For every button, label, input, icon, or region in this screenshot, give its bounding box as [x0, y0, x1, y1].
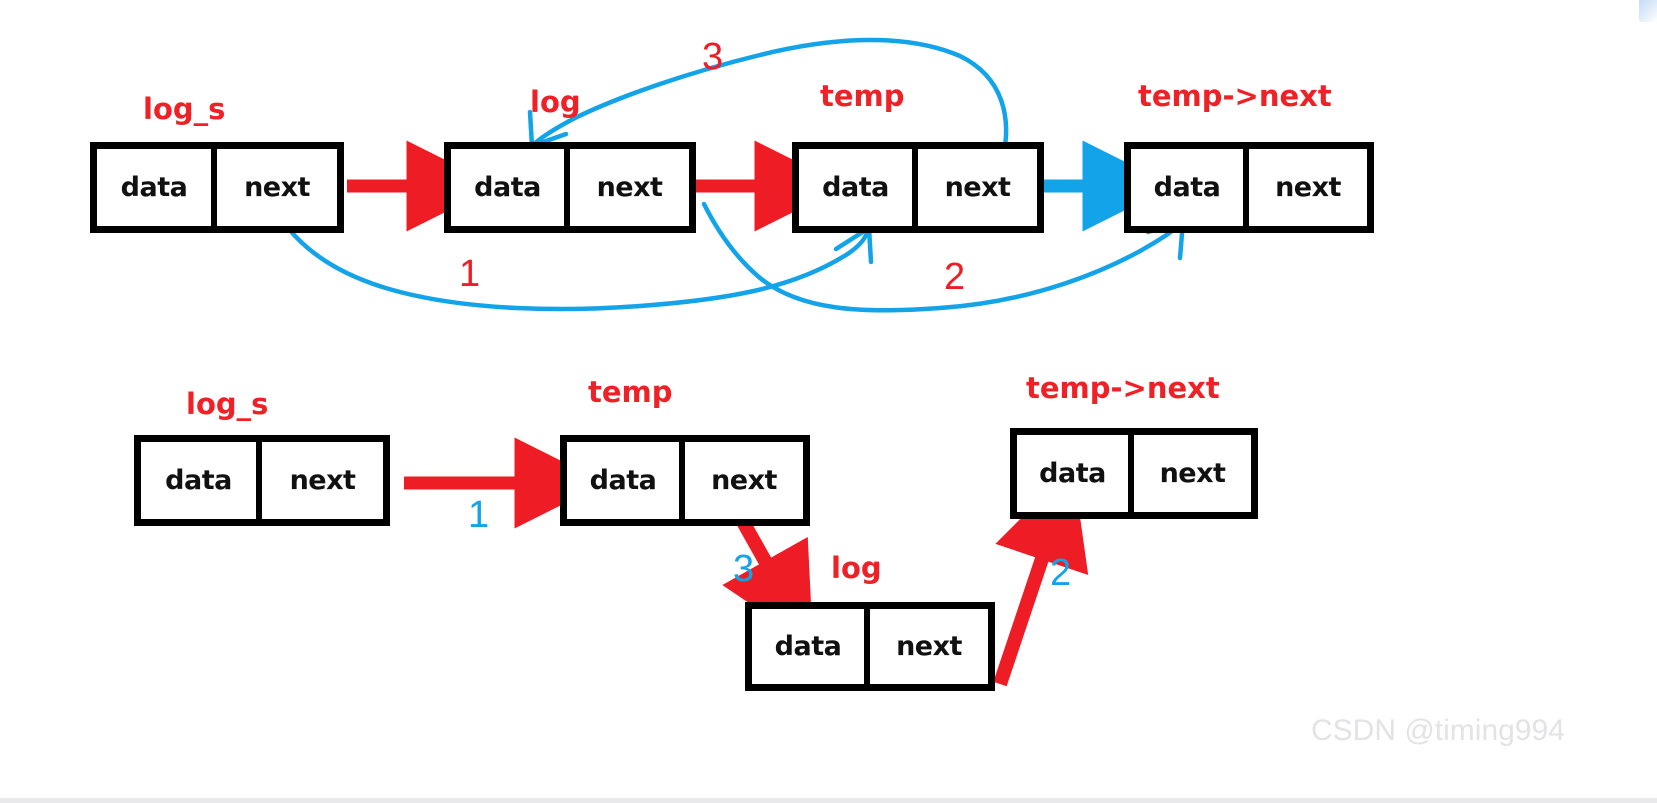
top-curve-1-arrowhead	[833, 225, 874, 265]
label-log-bottom: log	[831, 551, 882, 585]
node-temp-top[interactable]: data next	[792, 142, 1044, 233]
node-cell-data: data	[752, 609, 870, 684]
top-curve-3	[529, 37, 1009, 155]
label-log-s-top: log_s	[143, 92, 226, 126]
node-cell-data: data	[799, 149, 918, 226]
top-curve-1	[285, 225, 872, 312]
node-cell-next: next	[596, 172, 663, 203]
node-log-s-bottom[interactable]: data next	[134, 435, 390, 526]
node-cell-data: data	[97, 149, 217, 226]
bottom-divider	[0, 798, 1657, 803]
node-cell-next: next	[289, 465, 356, 496]
node-log-top[interactable]: data next	[444, 142, 696, 233]
node-cell-data: data	[1017, 435, 1134, 512]
node-temp-next-top[interactable]: data next	[1124, 142, 1374, 233]
node-log-s-top[interactable]: data next	[90, 142, 344, 233]
step-number-2-bottom: 2	[1050, 552, 1072, 594]
label-temp-next-top: temp->next	[1138, 79, 1332, 113]
node-temp-bottom[interactable]: data next	[560, 435, 810, 526]
node-cell-data: data	[1131, 149, 1249, 226]
node-temp-next-bottom[interactable]: data next	[1010, 428, 1258, 519]
node-cell-next: next	[896, 631, 962, 662]
label-log-top: log	[530, 85, 581, 119]
step-number-3-bottom: 3	[733, 548, 755, 590]
node-cell-next: next	[244, 172, 310, 203]
watermark-text: CSDN @timing994	[1311, 714, 1565, 747]
node-cell-next: next	[711, 465, 777, 496]
label-log-s-bottom: log_s	[186, 387, 269, 421]
node-cell-data: data	[567, 442, 685, 519]
label-temp-bottom: temp	[588, 375, 673, 409]
node-cell-next: next	[1275, 172, 1341, 203]
bottom-red-arrow-2	[993, 466, 1089, 687]
step-number-2-top: 2	[944, 256, 966, 298]
node-cell-next: next	[1159, 458, 1226, 489]
node-cell-data: data	[451, 149, 570, 226]
step-number-1-bottom: 1	[468, 494, 490, 536]
corner-highlight-chip	[1639, 0, 1657, 22]
node-log-bottom[interactable]: data next	[745, 602, 995, 691]
step-number-1-top: 1	[459, 253, 481, 295]
node-cell-data: data	[141, 442, 262, 519]
label-temp-top: temp	[820, 79, 905, 113]
step-number-3-top: 3	[702, 36, 724, 78]
label-temp-next-bottom: temp->next	[1026, 371, 1220, 405]
node-cell-next: next	[944, 172, 1011, 203]
